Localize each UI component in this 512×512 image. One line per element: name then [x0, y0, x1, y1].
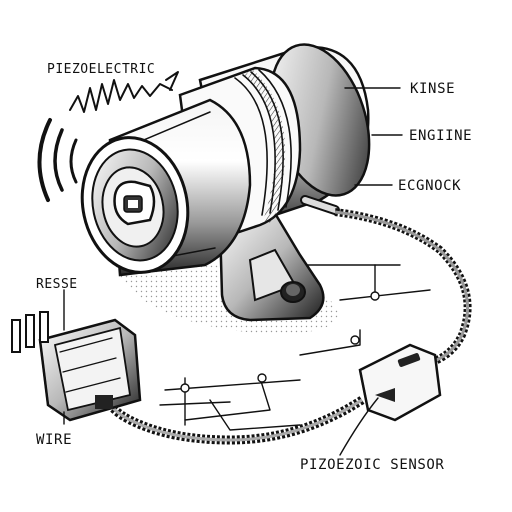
- label-piezoelectric: PIEZOELECTRIC: [47, 62, 155, 77]
- wiring-schematic: [159, 264, 431, 431]
- label-sensor: PIZOEZOIC SENSOR: [300, 457, 444, 473]
- sensor-plug: [358, 343, 442, 422]
- mounting-bracket: [218, 203, 325, 322]
- label-engine: ENGIINE: [409, 128, 472, 144]
- label-wire: WIRE: [36, 432, 72, 448]
- vibration-waves-icon: [37, 71, 179, 202]
- connector-plug-illustration: [11, 311, 142, 422]
- label-ecgnock: ECGNOCK: [398, 178, 461, 194]
- sensor-cable: [300, 195, 472, 369]
- sensor-body: [80, 43, 371, 277]
- label-kinse: KINSE: [410, 81, 455, 97]
- leader-lines: [63, 87, 403, 456]
- harness-cable: [100, 393, 365, 445]
- label-resse: RESSE: [36, 277, 78, 292]
